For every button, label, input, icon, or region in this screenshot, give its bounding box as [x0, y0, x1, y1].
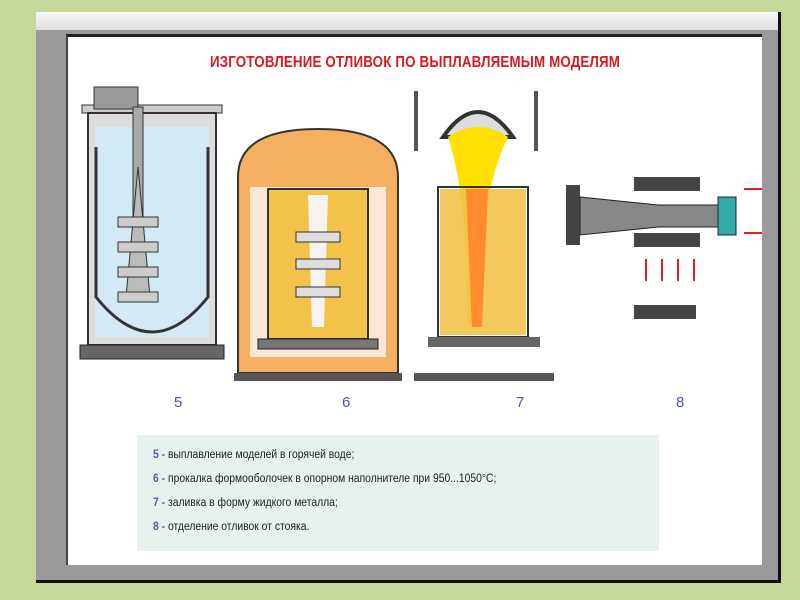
- furnace-illustration: [234, 127, 402, 381]
- pouring-illustration: [414, 91, 554, 381]
- step-label-7: 7: [516, 394, 525, 411]
- legend-text: заливка в форму жидкого металла;: [167, 497, 338, 509]
- separation-illustration: [566, 177, 762, 319]
- page-title: ИЗГОТОВЛЕНИЕ ОТЛИВОК ПО ВЫПЛАВЛЯЕМЫМ МОД…: [209, 54, 621, 71]
- legend-number: 5: [153, 449, 159, 461]
- legend-separator: -: [158, 473, 168, 485]
- slide-frame: ИЗГОТОВЛЕНИЕ ОТЛИВОК ПО ВЫПЛАВЛЯЕМЫМ МОД…: [36, 12, 781, 583]
- legend-number: 7: [153, 497, 159, 509]
- force-arrows: [645, 188, 762, 281]
- legend-item: 8 - отделение отливок от стояка.: [153, 521, 309, 533]
- legend-box: 5 - выплавление моделей в горячей воде; …: [137, 435, 659, 551]
- legend-text: отделение отливок от стояка.: [167, 521, 310, 533]
- step-label-5: 5: [174, 394, 183, 411]
- process-illustration: [79, 86, 762, 381]
- legend-item: 7 - заливка в форму жидкого металла;: [153, 497, 338, 509]
- step-label-8: 8: [676, 394, 685, 411]
- legend-separator: -: [158, 449, 168, 461]
- legend-separator: -: [158, 521, 168, 533]
- legend-text: прокалка формооболочек в опорном наполни…: [167, 473, 497, 485]
- legend-number: 6: [153, 473, 159, 485]
- legend-number: 8: [153, 521, 159, 533]
- legend-item: 6 - прокалка формооболочек в опорном нап…: [153, 473, 496, 485]
- legend-text: выплавление моделей в горячей воде;: [167, 449, 355, 461]
- water-tank-illustration: [79, 86, 225, 360]
- step-label-6: 6: [342, 394, 351, 411]
- diagram-panel: ИЗГОТОВЛЕНИЕ ОТЛИВОК ПО ВЫПЛАВЛЯЕМЫМ МОД…: [66, 34, 762, 565]
- window-topbar: [36, 12, 778, 30]
- legend-item: 5 - выплавление моделей в горячей воде;: [153, 449, 354, 461]
- legend-separator: -: [158, 497, 168, 509]
